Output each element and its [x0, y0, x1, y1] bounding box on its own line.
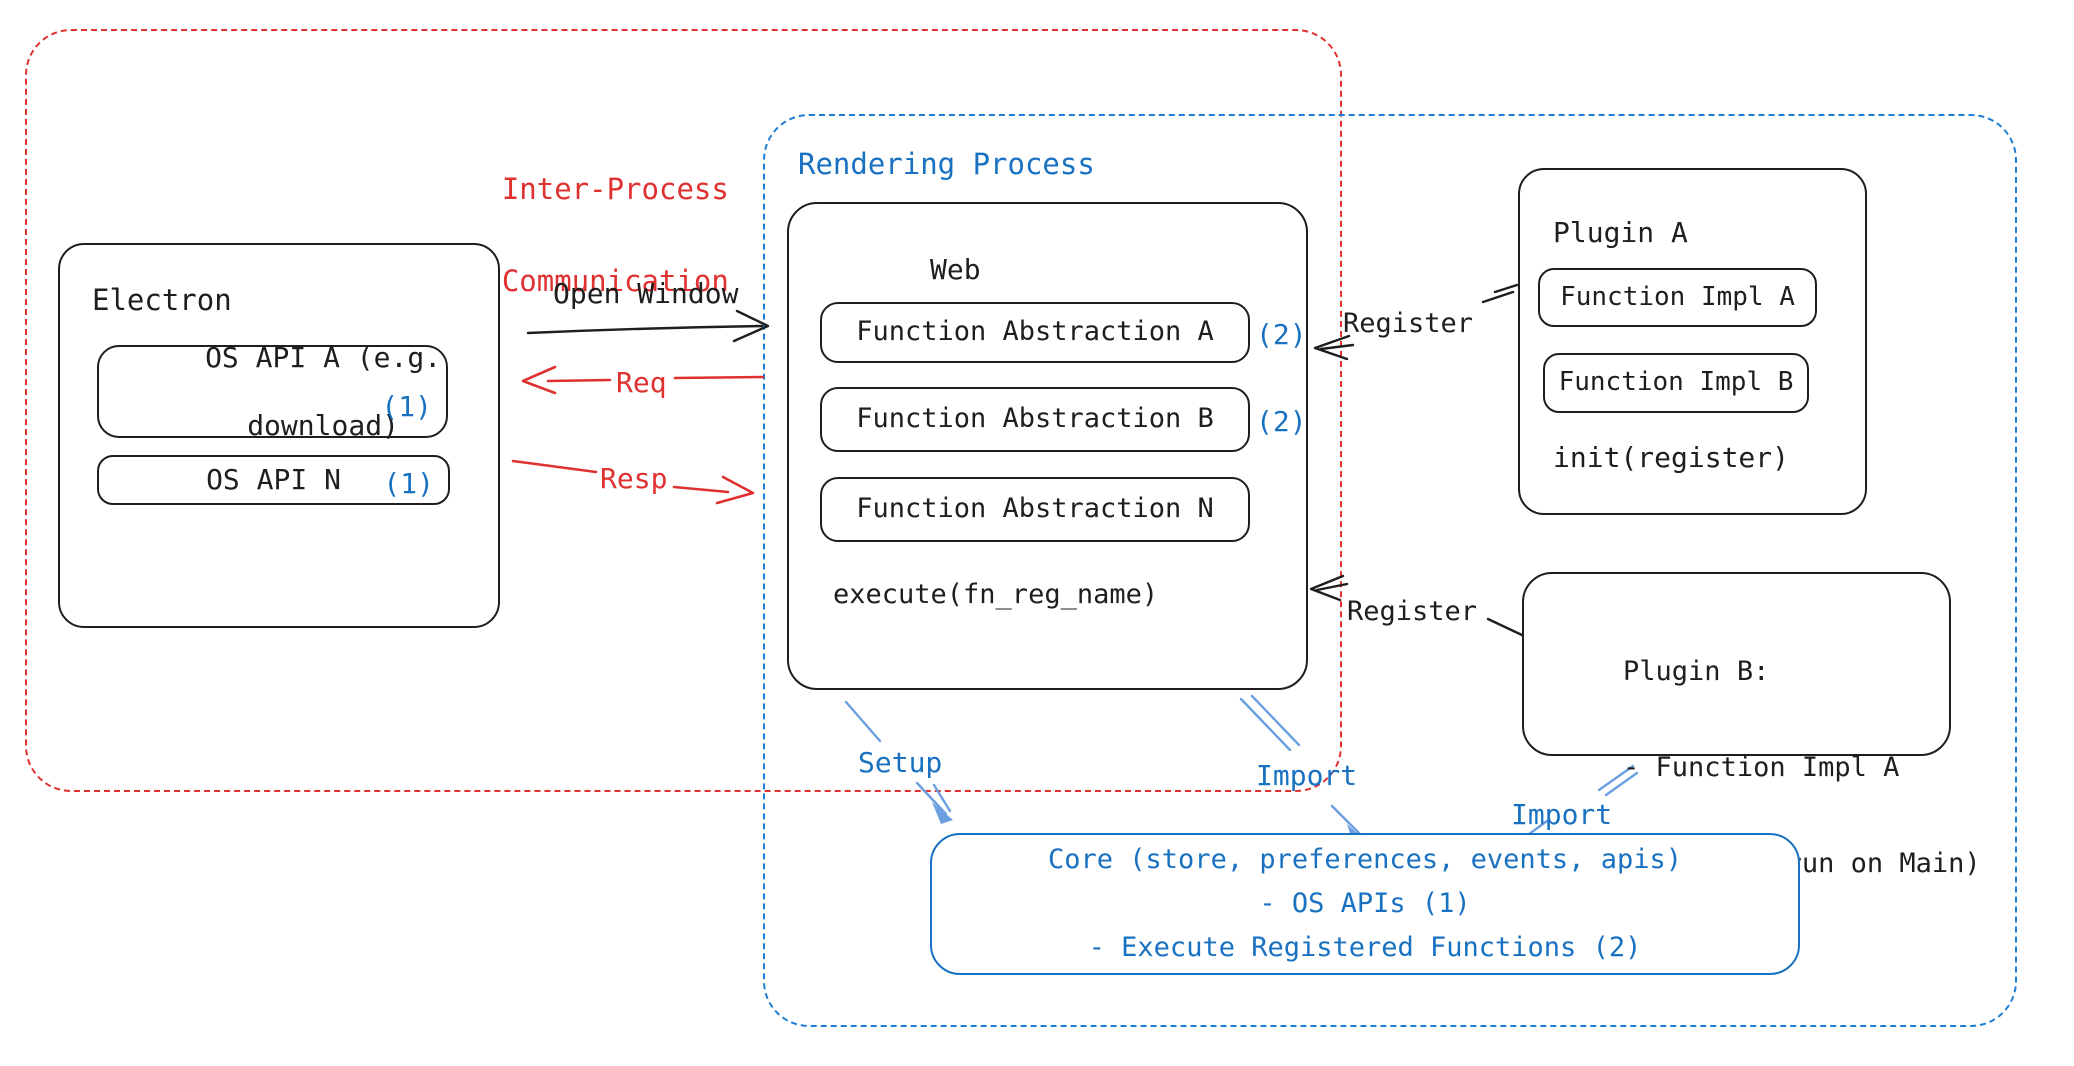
- import-plugin-label: Import: [1511, 798, 1613, 831]
- function-abstraction-b-badge: (2): [1256, 405, 1307, 438]
- function-impl-a-label: Function Impl A: [1560, 281, 1795, 312]
- os-api-a-badge: (1): [381, 390, 432, 424]
- plugin-b-line1: - Function Impl A: [1623, 752, 1900, 783]
- os-api-n-box: OS API N (1): [97, 455, 450, 505]
- ipc-label-line1: Inter-Process: [501, 172, 729, 206]
- function-abstraction-n-label: Function Abstraction N: [856, 493, 1214, 525]
- web-title: Web: [930, 253, 981, 286]
- import-web-label: Import: [1256, 759, 1358, 792]
- os-api-a-line1: OS API A (e.g.: [205, 340, 442, 374]
- ipc-group-frame: [25, 29, 1342, 792]
- register-top-label: Register: [1343, 308, 1474, 339]
- function-abstraction-a-badge: (2): [1256, 318, 1307, 351]
- setup-label: Setup: [858, 746, 943, 779]
- core-line2: - OS APIs (1): [1259, 888, 1471, 919]
- register-bottom-label: Register: [1347, 596, 1478, 627]
- plugin-a-box: [1518, 168, 1867, 515]
- function-abstraction-b-label: Function Abstraction B: [856, 403, 1214, 435]
- function-impl-a-box: Function Impl A: [1538, 268, 1817, 327]
- core-line1: Core (store, preferences, events, apis): [1048, 844, 1682, 875]
- function-abstraction-a-label: Function Abstraction A: [856, 316, 1214, 348]
- rendering-process-label: Rendering Process: [798, 147, 1095, 181]
- plugin-b-box: [1522, 572, 1951, 756]
- plugin-a-title: Plugin A: [1553, 216, 1688, 249]
- plugin-b-title: Plugin B:: [1623, 656, 1770, 687]
- function-impl-b-box: Function Impl B: [1543, 353, 1809, 413]
- core-box: Core (store, preferences, events, apis) …: [930, 833, 1800, 975]
- electron-title: Electron: [92, 283, 232, 317]
- ipc-group-label: Inter-Process Communication: [432, 120, 729, 350]
- os-api-n-badge: (1): [383, 467, 434, 500]
- execute-text: execute(fn_reg_name): [833, 579, 1159, 610]
- function-abstraction-a-box: Function Abstraction A: [820, 302, 1250, 363]
- rendering-process-group-frame: [763, 114, 2017, 1027]
- req-label: Req: [616, 366, 667, 399]
- core-line3: - Execute Registered Functions (2): [1088, 932, 1642, 963]
- function-abstraction-b-box: Function Abstraction B: [820, 387, 1250, 452]
- os-api-a-box: OS API A (e.g. download) (1): [97, 341, 448, 442]
- function-impl-b-label: Function Impl B: [1558, 367, 1794, 398]
- function-abstraction-n-box: Function Abstraction N: [820, 477, 1250, 542]
- init-register-text: init(register): [1553, 441, 1790, 474]
- os-api-n-label: OS API N: [206, 463, 341, 497]
- os-api-a-line2: download): [247, 408, 399, 442]
- ipc-label-line2: Communication: [501, 264, 729, 298]
- resp-label: Resp: [600, 462, 668, 495]
- open-window-label: Open Window: [553, 277, 739, 310]
